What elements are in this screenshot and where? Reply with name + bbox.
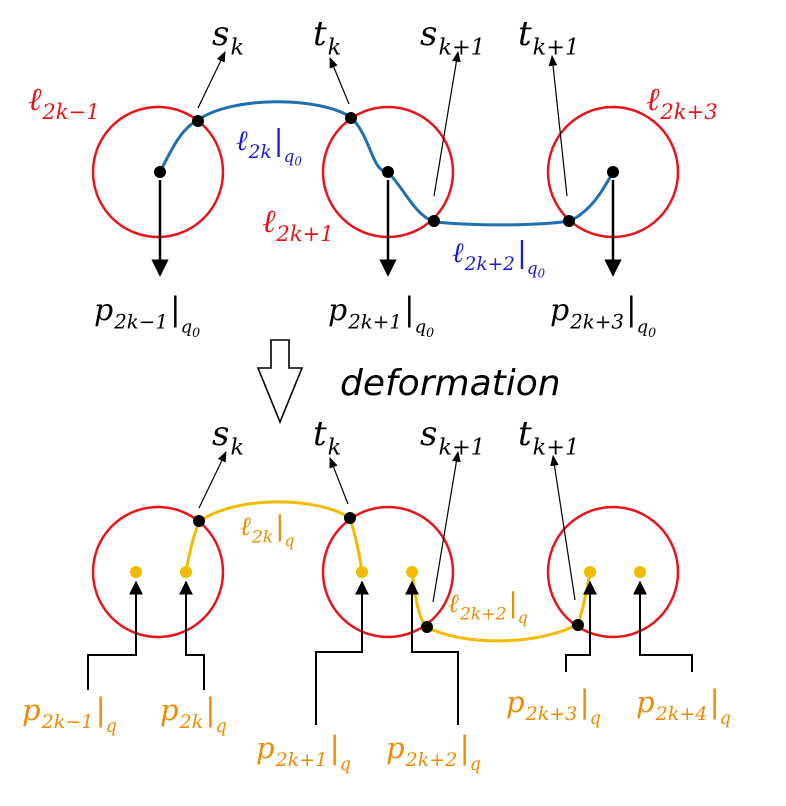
circle-right-bottom (546, 505, 680, 639)
circle-left-bottom (91, 505, 225, 639)
label-s-k-top: sk (212, 14, 244, 61)
label-ell-2k-minus-1: ℓ2k−1 (28, 80, 100, 124)
label-p-2k-minus-1-bottom: p2k−1|q (22, 693, 117, 737)
dot-p-2k-plus-4 (634, 566, 646, 578)
arrow-p-2k-plus-4-bottom (633, 580, 693, 672)
label-ell-2k-plus-3: ℓ2k+3 (646, 80, 718, 124)
dot-s-k1-top (428, 215, 440, 227)
arrow-p-2k-plus-2-bottom (405, 580, 459, 725)
curve-ell-2k2-q0 (386, 170, 615, 227)
circle-left-top (91, 105, 225, 239)
arrow-s-k-top (197, 51, 226, 109)
dot-t-k-top (345, 112, 357, 124)
label-p-2k-bottom: p2k|q (160, 693, 227, 737)
bottom-section: sk tk sk+1 tk+1 ℓ2k|q ℓ2k+2|q p2k−1|q p2… (22, 414, 731, 775)
label-p-2k-plus-3-bottom: p2k+3|q (506, 685, 601, 729)
label-t-k-bottom: tk (313, 414, 341, 461)
label-ell-2k2-q: ℓ2k+2|q (448, 588, 528, 627)
dot-p-2k-minus-1 (130, 566, 142, 578)
dot-t-k-bottom (344, 512, 356, 524)
dot-center-left-top (154, 166, 166, 178)
dot-p-2k-plus-1 (356, 566, 368, 578)
label-ell-2k2-q0: ℓ2k+2|q0 (452, 235, 546, 281)
arrow-s-k-bottom (198, 451, 227, 509)
dot-center-middle-top (382, 166, 394, 178)
curve-ell-2k2-q (410, 571, 592, 643)
dot-center-right-top (607, 166, 619, 178)
arrow-p-2k-plus-1-bottom (315, 580, 369, 725)
label-t-k1-top: tk+1 (518, 14, 579, 61)
label-ell-2k-q: ℓ2k|q (240, 511, 294, 550)
label-ell-2k-q0: ℓ2k|q0 (236, 123, 302, 169)
dot-s-k1-bottom (421, 621, 433, 633)
dot-s-k-top (192, 115, 204, 127)
dot-p-2k-plus-3 (584, 566, 596, 578)
label-s-k1-top: sk+1 (420, 14, 485, 61)
label-t-k1-bottom: tk+1 (518, 414, 579, 461)
label-p-2k-plus-4-bottom: p2k+4|q (636, 685, 731, 729)
curve-ell-2k-q (184, 500, 364, 573)
top-section: sk tk sk+1 tk+1 ℓ2k−1 ℓ2k+1 ℓ2k+3 ℓ2k|q0… (28, 14, 718, 340)
label-p-2k-plus-1-top: p2k+1|q0 (328, 292, 434, 340)
arrow-t-k-bottom (329, 456, 349, 505)
label-p-2k-minus-1-top: p2k−1|q0 (94, 292, 200, 340)
label-p-2k-plus-2-bottom: p2k+2|q (386, 731, 481, 775)
dot-p-2k (180, 566, 192, 578)
dot-s-k-bottom (193, 515, 205, 527)
hollow-down-arrow-icon (256, 339, 304, 425)
deformation-label: deformation (340, 363, 561, 404)
label-ell-2k-plus-1: ℓ2k+1 (262, 202, 334, 246)
arrow-t-k1-top (548, 54, 568, 197)
label-t-k-top: tk (313, 14, 341, 61)
arrow-p-2k-bottom (179, 580, 205, 690)
label-s-k-bottom: sk (212, 414, 244, 461)
label-p-2k-plus-3-top: p2k+3|q0 (550, 292, 656, 340)
label-p-2k-plus-1-bottom: p2k+1|q (256, 731, 351, 775)
circle-middle-bottom (321, 505, 455, 639)
arrow-s-k1-top (433, 50, 461, 197)
arrow-p-2k-minus-1-bottom (87, 580, 143, 690)
dot-p-2k-plus-2 (406, 566, 418, 578)
label-s-k1-bottom: sk+1 (420, 414, 485, 461)
arrow-s-k1-bottom (432, 450, 461, 603)
dot-t-k1-top (563, 215, 575, 227)
arrow-t-k-top (329, 57, 350, 105)
curve-ell-2k-q0 (158, 100, 389, 174)
dot-t-k1-bottom (572, 619, 584, 631)
arrow-p-2k-plus-3-bottom (565, 580, 597, 672)
deformation-arrow: deformation (256, 339, 561, 425)
arrow-t-k1-bottom (550, 454, 576, 601)
